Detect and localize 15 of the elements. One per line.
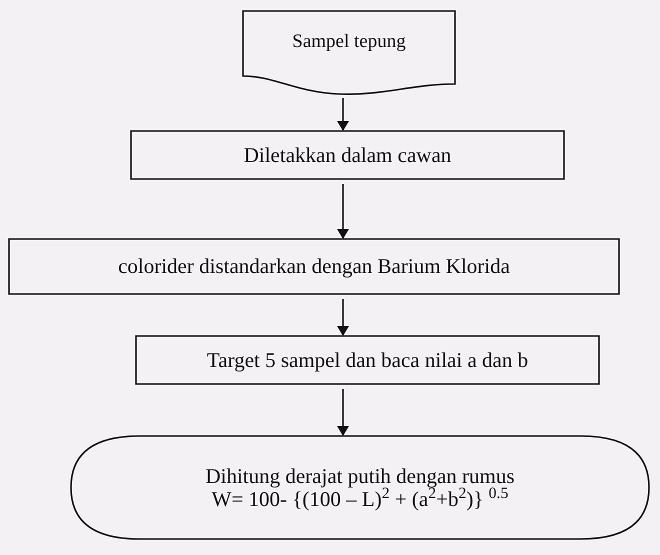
step-text: Diletakkan dalam cawan	[244, 144, 452, 166]
arrow	[337, 98, 349, 131]
arrow	[337, 389, 349, 436]
step-text: Target 5 sampel dan baca nilai a dan b	[206, 348, 528, 372]
step-text: Sampel tepung	[292, 32, 406, 52]
step-text: colorider distandarkan dengan Barium Klorida	[118, 255, 510, 278]
terminator-shape	[70, 435, 650, 540]
step-text: W= 100- {(100 – L)$^{2}$ + (a$^{2}$+b$^{2}$)} $^{0.5}$	[212, 488, 508, 510]
step-text: Dihitung derajat putih dengan rumus	[205, 465, 515, 488]
arrow	[337, 184, 349, 239]
document-shape	[242, 10, 456, 98]
process-box	[135, 335, 600, 385]
process-box	[8, 238, 620, 295]
arrow	[337, 299, 349, 336]
process-box	[130, 130, 565, 180]
